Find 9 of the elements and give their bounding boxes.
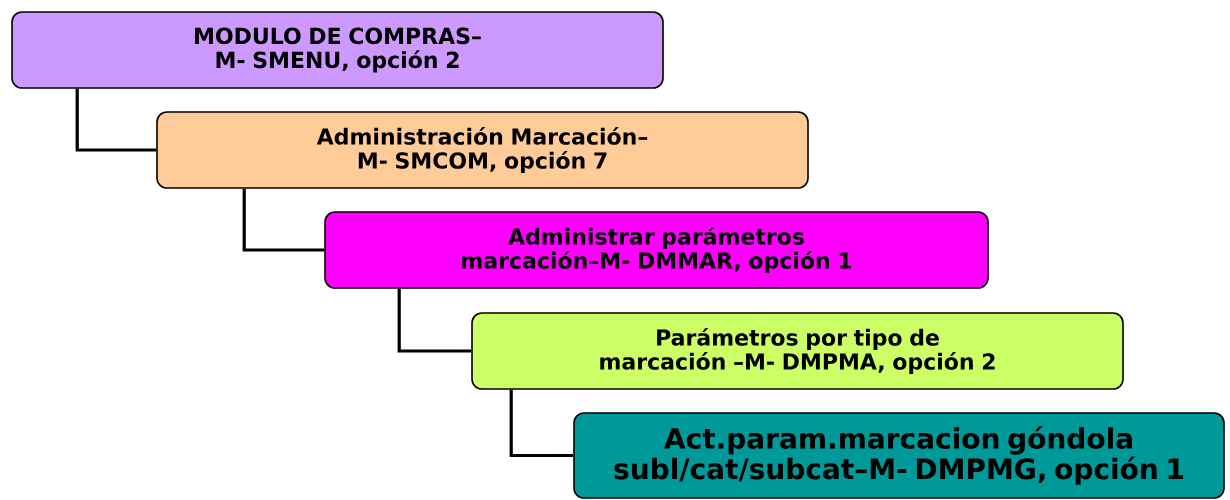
connector-line (242, 188, 325, 252)
connector-line (75, 88, 157, 152)
menu-box: Administración Marcación–M- SMCOM, opción 7 (156, 111, 809, 189)
menu-box: Parámetros por tipo de marcación –M- DMPMA, opción 2 (471, 312, 1124, 390)
connector-line (397, 288, 472, 353)
menu-box: Administrar parámetros marcación–M- DMMAR, opción 1 (324, 211, 989, 289)
connector-line (509, 389, 574, 458)
menu-box: Act.param.marcacion góndola subl/cat/subcat–M- DMPMG, opción 1 (573, 412, 1225, 499)
menu-box: MODULO DE COMPRAS–M- SMENU, opción 2 (11, 11, 664, 89)
